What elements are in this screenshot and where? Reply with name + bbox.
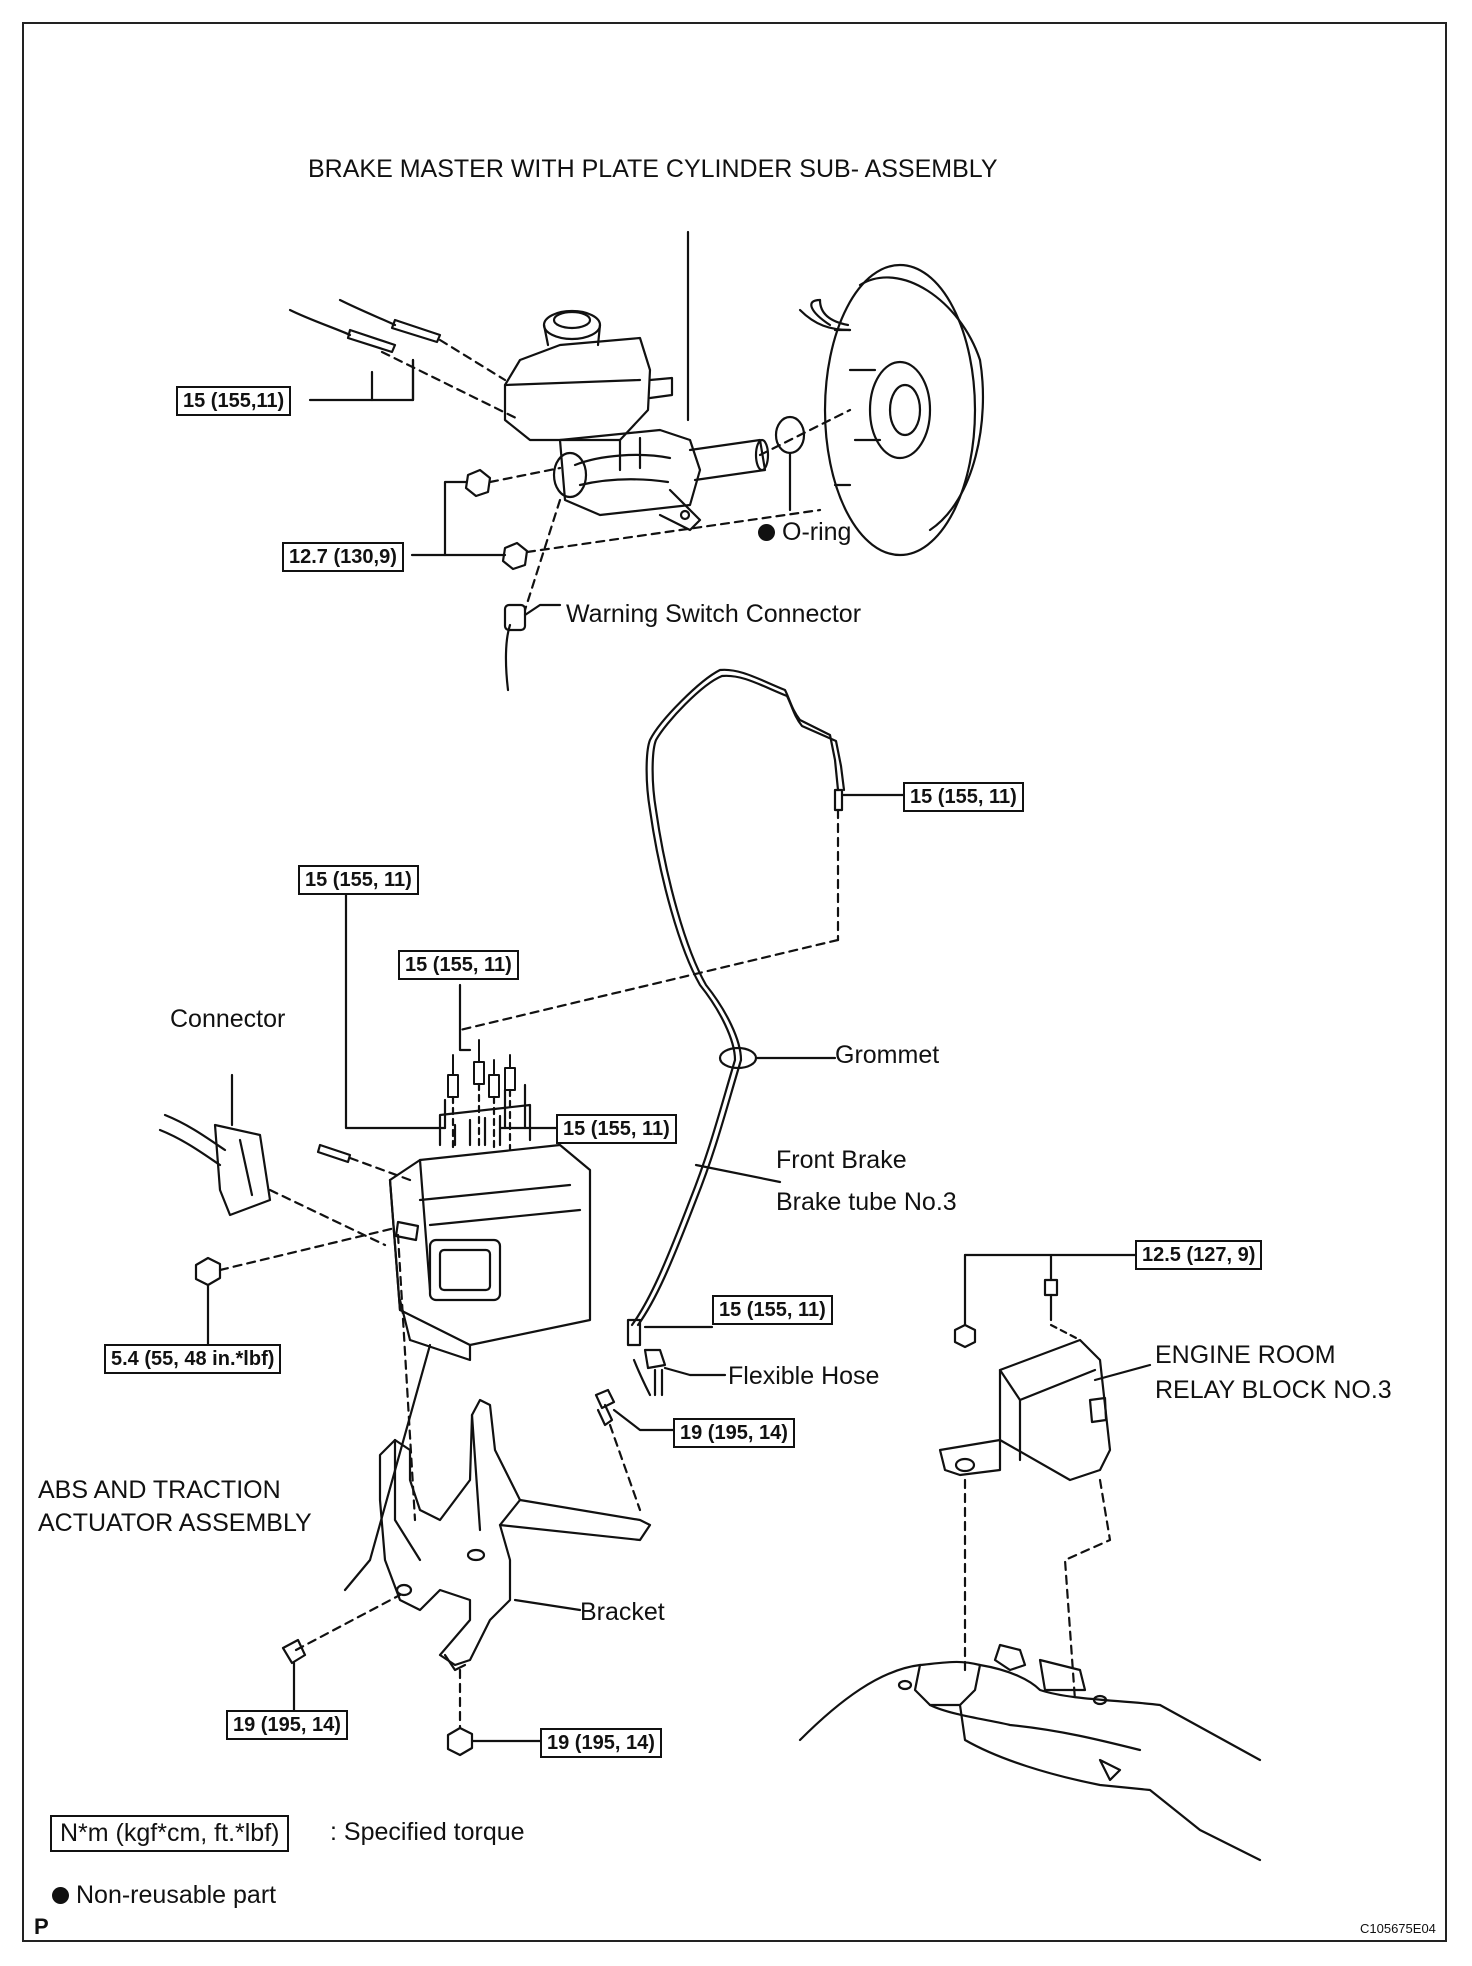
- diagram-frame: [22, 22, 1447, 1942]
- relay-block: [938, 1253, 1137, 1702]
- abs-actuator: [194, 878, 592, 1522]
- master-nuts: [410, 466, 822, 692]
- grommet-label: Grommet: [835, 1041, 940, 1069]
- torque-bracket-nut: 19 (195, 14): [540, 1728, 662, 1758]
- oring-text: O-ring: [782, 518, 852, 546]
- bracket-label: Bracket: [580, 1598, 665, 1626]
- engine-room-label-1: ENGINE ROOM: [1155, 1341, 1336, 1369]
- diagram-title: BRAKE MASTER WITH PLATE CYLINDER SUB- AS…: [308, 155, 998, 183]
- front-brake-tube: [458, 668, 846, 1397]
- label-leaders: [513, 793, 1152, 1612]
- torque-abs-nut: 5.4 (55, 48 in.*lbf): [104, 1344, 282, 1374]
- flexible-hose-label: Flexible Hose: [728, 1362, 880, 1390]
- engine-room-label-2: RELAY BLOCK NO.3: [1155, 1376, 1392, 1404]
- engine-room-panel: [798, 1643, 1262, 1862]
- torque-master-tube: 15 (155,11): [176, 386, 292, 416]
- brake-lines-master: [288, 298, 522, 422]
- torque-tube-upper: 15 (155, 11): [903, 782, 1024, 812]
- connector-label: Connector: [170, 1005, 286, 1033]
- nonreusable-dot-icon: [758, 524, 775, 541]
- figure-code: C105675E04: [1360, 1921, 1436, 1936]
- brake-master-cylinder: [503, 230, 806, 532]
- abs-connector: [158, 1073, 387, 1247]
- warning-switch-label: Warning Switch Connector: [566, 600, 862, 628]
- torque-relay-bolt: 12.5 (127, 9): [1135, 1240, 1263, 1270]
- legend-nonreusable: Non-reusable part: [52, 1883, 276, 1908]
- abs-label-2: ACTUATOR ASSEMBLY: [38, 1509, 312, 1537]
- bracket: [281, 1343, 675, 1757]
- brake-tube-label: Brake tube No.3: [776, 1188, 957, 1216]
- legend-torque-desc: : Specified torque: [330, 1818, 525, 1846]
- torque-abs-top-left: 15 (155, 11): [298, 865, 419, 895]
- legend-nonreusable-text: Non-reusable part: [76, 1881, 277, 1909]
- oring-label: O-ring: [758, 520, 851, 545]
- torque-master-nut: 12.7 (130,9): [282, 542, 404, 572]
- torque-abs-right: 15 (155, 11): [556, 1114, 677, 1144]
- abs-label-1: ABS AND TRACTION: [38, 1476, 281, 1504]
- front-brake-label: Front Brake: [776, 1146, 907, 1174]
- nonreusable-dot-icon: [52, 1887, 69, 1904]
- brake-booster: [758, 263, 985, 557]
- torque-bracket-bolt-left: 19 (195, 14): [226, 1710, 348, 1740]
- torque-abs-top-mid: 15 (155, 11): [398, 950, 519, 980]
- legend-torque-box: N*m (kgf*cm, ft.*lbf): [50, 1815, 290, 1852]
- torque-tube-lower: 15 (155, 11): [712, 1295, 833, 1325]
- torque-bracket-bolt-right: 19 (195, 14): [673, 1418, 795, 1448]
- corner-mark: P: [34, 1914, 49, 1939]
